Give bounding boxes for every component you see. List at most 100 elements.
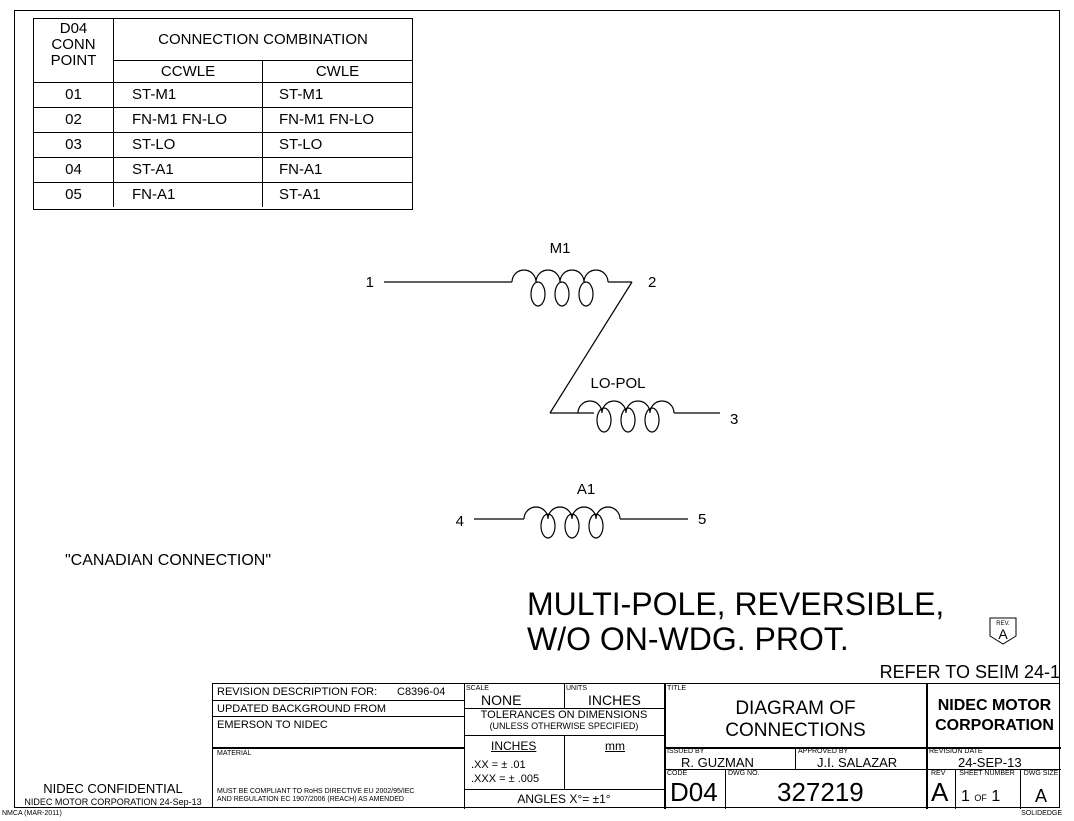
- terminal-3-label: 3: [730, 411, 738, 428]
- title-block: REVISION DESCRIPTION FOR: C8396-04 UPDAT…: [212, 683, 1061, 809]
- refer-note: REFER TO SEIM 24-1: [879, 662, 1060, 682]
- coil-lopol-loop: [620, 407, 636, 433]
- tolerance-xxx: .XXX = ± .005: [471, 773, 540, 785]
- table-cell-point: 03: [34, 133, 114, 157]
- table-cell-cwle: FN-A1: [279, 161, 323, 178]
- rev-desc-line3: EMERSON TO NIDEC: [217, 719, 328, 731]
- company-name-line: CORPORATION: [935, 717, 1054, 734]
- compliance-line: AND REGULATION EC 1907/2006 (REACH) AS A…: [217, 796, 404, 803]
- sheet-number-label: SHEET NUMBER: [959, 770, 1015, 777]
- company-name: NIDEC MOTOR CORPORATION: [928, 696, 1061, 736]
- coil-lopol-loop: [596, 407, 612, 433]
- col-cwle-header: CWLE: [263, 61, 412, 83]
- conn-header-line: POINT: [50, 52, 97, 69]
- title-line-2: W/O ON-WDG. PROT.: [527, 621, 849, 657]
- canadian-connection-note: "CANADIAN CONNECTION": [65, 552, 272, 569]
- connection-table-box: D04 CONN POINT CONNECTION COMBINATION CC…: [33, 18, 413, 210]
- rev-desc-label: REVISION DESCRIPTION FOR:: [217, 686, 378, 698]
- table-cell-point: 02: [34, 108, 114, 132]
- table-cell-ccwle: FN-M1 FN-LO: [114, 108, 263, 132]
- coil-a1-label: A1: [577, 481, 595, 498]
- coil-lopol-label: LO-POL: [590, 375, 645, 392]
- scale-label: SCALE: [466, 685, 489, 692]
- terminal-2-label: 2: [648, 274, 656, 291]
- confidential-sub: NIDEC MOTOR CORPORATION 24-Sep-13: [24, 797, 202, 807]
- inches-label: INCHES: [491, 739, 537, 753]
- table-cell-cwle: ST-LO: [279, 136, 323, 153]
- coil-lopol-arcs: [577, 400, 675, 414]
- rev-desc-line2: UPDATED BACKGROUND FROM: [217, 703, 387, 715]
- coil-a1-loop: [540, 513, 556, 539]
- col-ccwle-header: CCWLE: [114, 61, 263, 83]
- title-label: TITLE: [667, 685, 687, 692]
- code-value: D04: [670, 777, 718, 807]
- coil-a1-loop: [564, 513, 580, 539]
- table-cell-ccwle: ST-M1: [114, 83, 263, 107]
- combination-header: CONNECTION COMBINATION: [114, 19, 412, 61]
- material-label: MATERIAL: [217, 750, 252, 757]
- units-value: INCHES: [588, 692, 641, 708]
- scale-value: NONE: [481, 692, 522, 708]
- sheet-total: 1: [991, 788, 1001, 805]
- approved-by-label: APPROVED BY: [798, 748, 849, 755]
- footer-right: SOLIDEDGE: [1021, 810, 1062, 817]
- rev-badge-icon: [989, 617, 1017, 645]
- table-cell-ccwle: FN-A1: [114, 183, 263, 207]
- drawing-title-line: DIAGRAM OF: [735, 698, 856, 719]
- conn-point-header-cell: D04 CONN POINT: [34, 19, 114, 83]
- dwg-no-label: DWG NO.: [728, 770, 760, 777]
- conn-header-line: CONN: [51, 36, 96, 53]
- drawing-title-line: CONNECTIONS: [725, 720, 866, 741]
- confidential-label: NIDEC CONFIDENTIAL: [43, 781, 183, 796]
- terminal-5-label: 5: [698, 511, 706, 528]
- issued-by-label: ISSUED BY: [667, 748, 705, 755]
- sheet-of: OF: [974, 793, 987, 803]
- revision-date-label: REVISION DATE: [929, 748, 983, 755]
- dwg-size-label: DWG SIZE: [1023, 770, 1059, 777]
- tolerances-line: (UNLESS OTHERWISE SPECIFIED): [489, 721, 639, 731]
- drawing-title: DIAGRAM OF CONNECTIONS: [665, 698, 926, 742]
- issued-by-value: R. GUZMAN: [681, 755, 754, 770]
- coil-m1-label: M1: [550, 240, 571, 257]
- table-cell-point: 05: [34, 183, 114, 207]
- dwg-no-value: 327219: [777, 777, 864, 807]
- dwg-size-value: A: [1034, 786, 1047, 806]
- code-label: CODE: [667, 770, 688, 777]
- terminal-4-label: 4: [456, 513, 464, 530]
- table-cell-ccwle: ST-LO: [114, 133, 263, 157]
- compliance-line: MUST BE COMPLIANT TO RoHS DIRECTIVE EU 2…: [217, 788, 415, 795]
- rev-desc-code: C8396-04: [397, 686, 446, 698]
- rev-value: A: [931, 777, 949, 807]
- sheet-number-value: 1 OF 1: [961, 788, 1000, 806]
- compliance-note: MUST BE COMPLIANT TO RoHS DIRECTIVE EU 2…: [217, 788, 415, 804]
- coil-lopol-loop: [644, 407, 660, 433]
- coil-a1-arcs: [523, 506, 621, 520]
- coil-m1-arcs: [511, 269, 609, 283]
- units-label: UNITS: [566, 685, 587, 692]
- table-cell-cwle: FN-M1 FN-LO: [279, 111, 374, 128]
- approved-by-value: J.I. SALAZAR: [817, 755, 898, 770]
- tolerance-xx: .XX = ± .01: [471, 759, 526, 771]
- coil-m1-loop: [578, 281, 594, 307]
- angles-note: ANGLES X°= ±1°: [517, 792, 611, 806]
- mm-label: mm: [605, 739, 625, 753]
- revision-date-value: 24-SEP-13: [958, 755, 1022, 770]
- title-line-1: MULTI-POLE, REVERSIBLE,: [527, 586, 945, 622]
- rev-badge-label: REV.: [996, 621, 1010, 627]
- coil-m1-loop: [530, 281, 546, 307]
- company-name-line: NIDEC MOTOR: [937, 697, 1052, 714]
- footer-left: NMCA (MAR-2011): [2, 810, 62, 817]
- z-link-wire: [549, 281, 633, 414]
- table-cell-point: 01: [34, 83, 114, 107]
- tolerances-line: TOLERANCES ON DIMENSIONS: [480, 709, 648, 721]
- conn-header-line: D04: [59, 20, 88, 37]
- rev-label: REV: [931, 770, 946, 777]
- table-cell-ccwle: ST-A1: [114, 158, 263, 182]
- sheet-current: 1: [961, 788, 970, 805]
